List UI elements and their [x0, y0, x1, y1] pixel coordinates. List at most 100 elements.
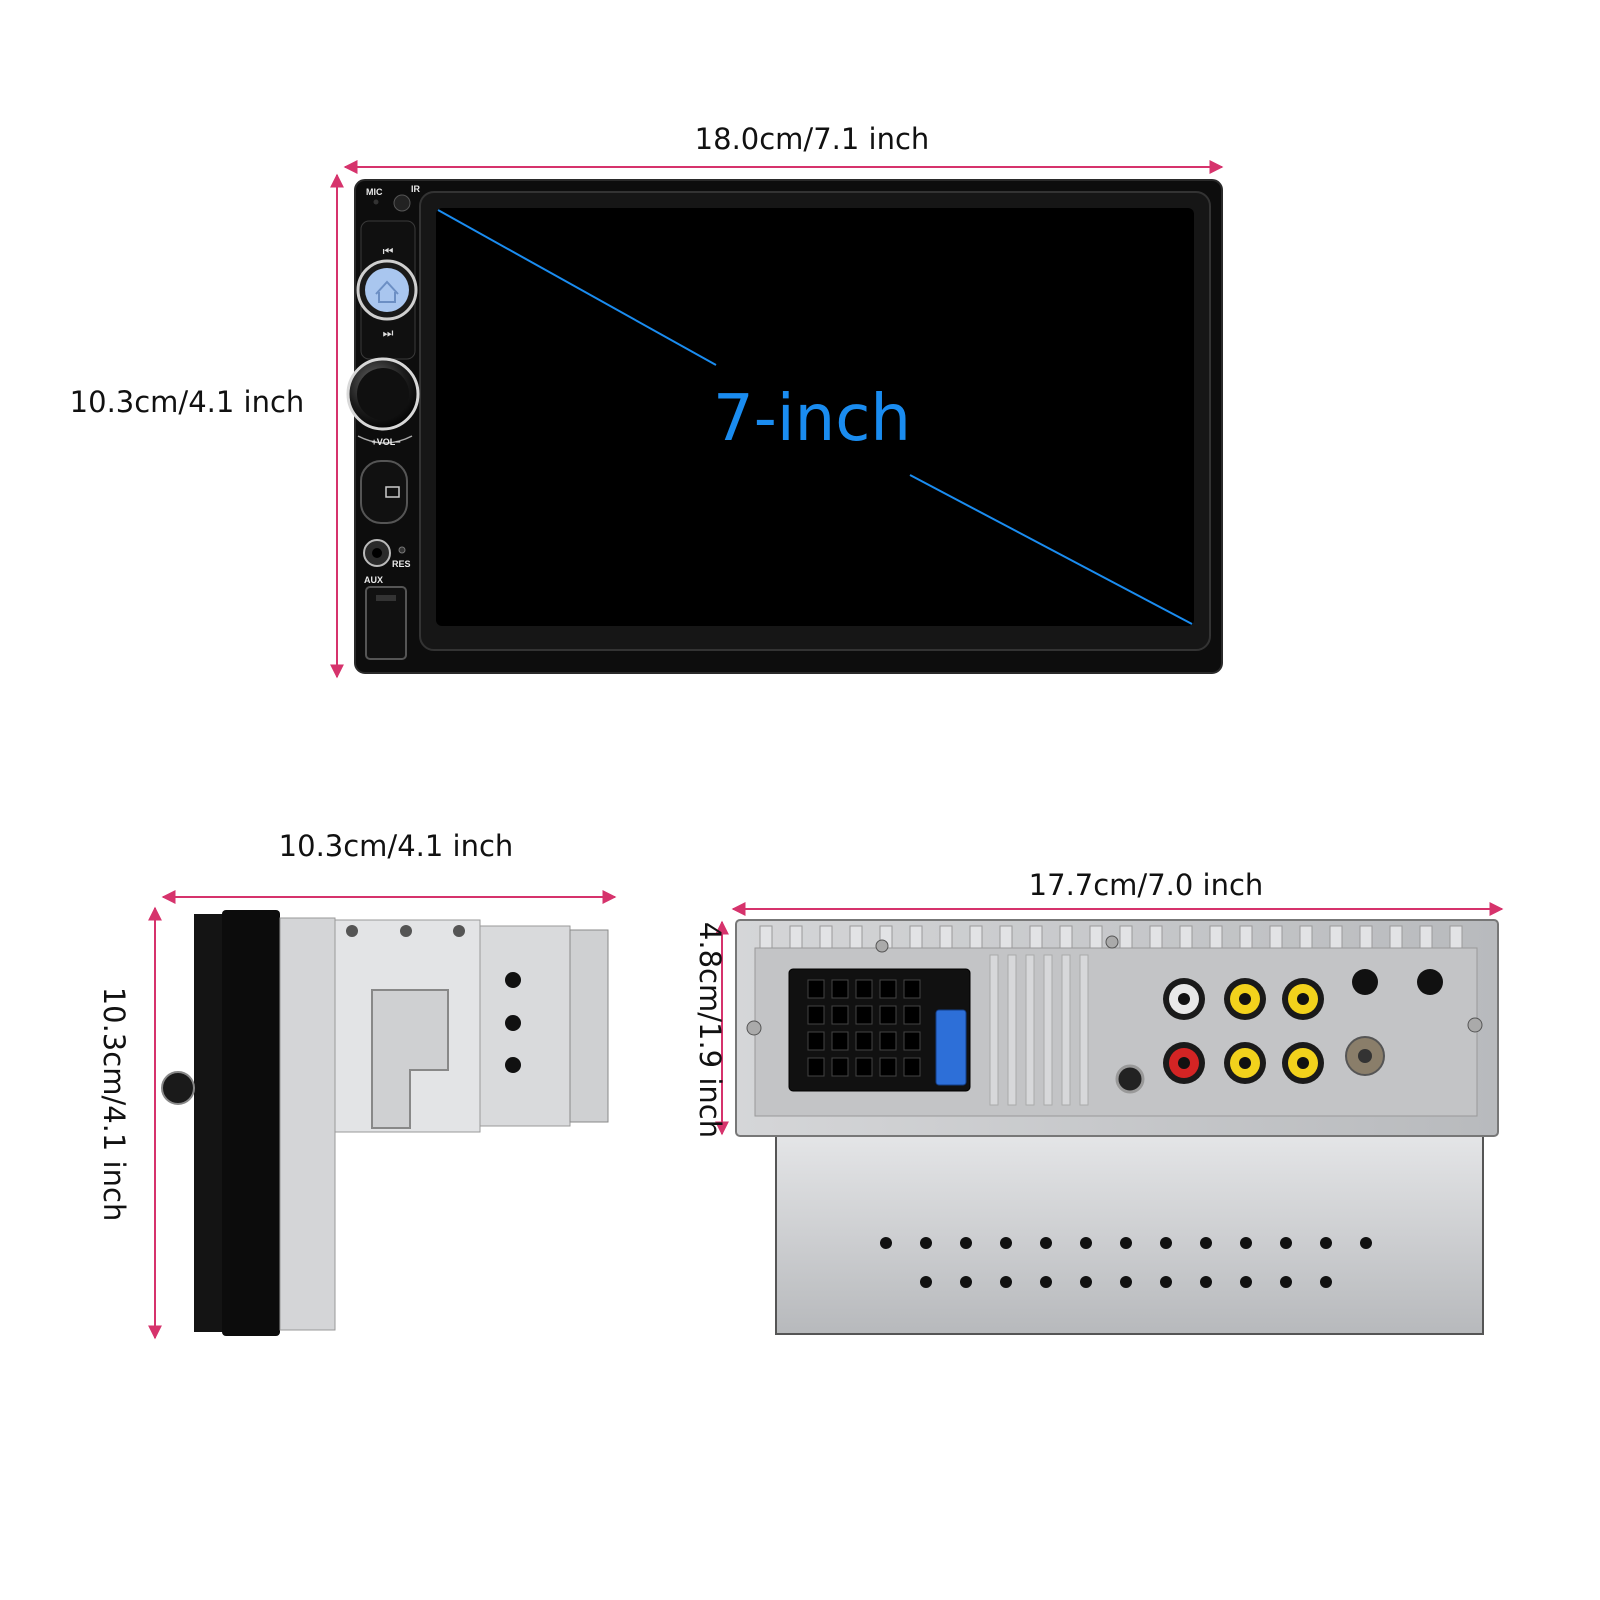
- iso-connector-pins: [807, 979, 921, 1077]
- heatsink-fin: [1007, 954, 1017, 1106]
- vent-hole: [880, 1237, 892, 1249]
- mic-label: MIC: [366, 187, 383, 197]
- vent-hole: [920, 1276, 932, 1288]
- vent-hole: [1120, 1276, 1132, 1288]
- iso-pin: [903, 979, 921, 999]
- rca-jack-pin: [1239, 993, 1251, 1005]
- iso-pin: [903, 1005, 921, 1025]
- heatsink-fin: [1359, 925, 1373, 949]
- next-track-button[interactable]: ⏭: [383, 326, 394, 340]
- rca-jack-pin: [1178, 993, 1190, 1005]
- heatsink-fin: [1449, 925, 1463, 949]
- fuse: [935, 1009, 967, 1086]
- vent-hole: [1040, 1276, 1052, 1288]
- vent-hole: [1360, 1237, 1372, 1249]
- mic-hole: [373, 199, 379, 205]
- vent-hole: [1160, 1276, 1172, 1288]
- iso-pin: [831, 1005, 849, 1025]
- side-mount-hole-2: [400, 925, 412, 937]
- reset-button[interactable]: [398, 546, 406, 554]
- vent-hole: [1200, 1237, 1212, 1249]
- side-mount-hole-1: [346, 925, 358, 937]
- ir-sensor: [393, 194, 411, 212]
- heatsink-fin: [1025, 954, 1035, 1106]
- side-height-label: 10.3cm/4.1 inch: [97, 987, 131, 1222]
- previous-track-button[interactable]: ⏮: [383, 244, 394, 258]
- iso-pin: [807, 1005, 825, 1025]
- heatsink-fin: [989, 954, 999, 1106]
- usb-port-inner: [376, 595, 396, 601]
- vent-hole: [1200, 1276, 1212, 1288]
- side-mount-bracket: [371, 989, 449, 1129]
- iso-pin: [903, 1031, 921, 1051]
- usb-port[interactable]: [365, 586, 407, 660]
- volume-label: +VOL−: [371, 437, 400, 447]
- sd-card-icon: [385, 486, 400, 498]
- home-button[interactable]: [356, 259, 418, 321]
- rca-jacks: [1163, 978, 1324, 1084]
- side-front-panel: [194, 914, 224, 1332]
- heatsink-fin: [969, 925, 983, 949]
- reset-label: RES: [392, 559, 411, 569]
- rear-screw-top-left: [875, 939, 889, 953]
- iso-pin: [855, 1057, 873, 1077]
- heatsink-fin: [1209, 925, 1223, 949]
- heatsink-fin: [1043, 954, 1053, 1106]
- heatsink-fin: [1329, 925, 1343, 949]
- gps-port-inner: [1358, 1049, 1372, 1063]
- sd-card-slot-frame: [360, 460, 408, 524]
- heatsink-fin: [759, 925, 773, 949]
- heatsink-fin: [999, 925, 1013, 949]
- next-track-icon: ⏭: [383, 326, 394, 340]
- iso-pin: [879, 1031, 897, 1051]
- antenna-port[interactable]: [1115, 1064, 1145, 1094]
- front-view: 18.0cm/7.1 inch 10.3cm/4.1 inch 7-inch M…: [70, 122, 1224, 679]
- iso-pin: [831, 1057, 849, 1077]
- side-rear-hole-3: [505, 1057, 521, 1073]
- heatsink-fin: [1269, 925, 1283, 949]
- back-height-label: 4.8cm/1.9 inch: [693, 922, 727, 1138]
- screen-diagonal-lower: [909, 474, 1193, 625]
- vent-hole: [1320, 1276, 1332, 1288]
- gps-antenna-port[interactable]: [1345, 1036, 1385, 1076]
- iso-pin: [807, 979, 825, 999]
- vent-hole: [1000, 1276, 1012, 1288]
- heatsink-fin: [1029, 925, 1043, 949]
- iso-pin: [831, 979, 849, 999]
- heatsink-fin: [849, 925, 863, 949]
- iso-pin: [879, 1057, 897, 1077]
- heatsink-fin: [1089, 925, 1103, 949]
- rear-screw-right: [1467, 1017, 1483, 1033]
- vent-hole: [1040, 1237, 1052, 1249]
- rca-jack-pin: [1297, 1057, 1309, 1069]
- volume-knob[interactable]: [346, 357, 420, 431]
- heatsink-fin: [909, 925, 923, 949]
- heatsink-fins: [759, 925, 1463, 1106]
- side-rear-hole-2: [505, 1015, 521, 1031]
- vent-hole: [1000, 1237, 1012, 1249]
- front-height-label: 10.3cm/4.1 inch: [70, 385, 305, 419]
- aux-label: AUX: [364, 575, 383, 585]
- side-rear-hole-1: [505, 972, 521, 988]
- vent-hole: [1280, 1276, 1292, 1288]
- side-width-label: 10.3cm/4.1 inch: [279, 829, 514, 863]
- side-chassis: [279, 917, 336, 1331]
- rear-screw-left: [746, 1020, 762, 1036]
- iso-pin: [903, 1057, 921, 1077]
- vent-hole: [1120, 1237, 1132, 1249]
- vent-hole: [1080, 1276, 1092, 1288]
- iso-pin: [855, 1005, 873, 1025]
- sd-card-slot[interactable]: [360, 460, 408, 524]
- heatsink-fin: [1239, 925, 1253, 949]
- volume-arc: [357, 435, 413, 444]
- heatsink-fin: [789, 925, 803, 949]
- heatsink-fin: [819, 925, 833, 949]
- iso-pin: [807, 1057, 825, 1077]
- vent-hole: [1240, 1276, 1252, 1288]
- aux-port[interactable]: [363, 539, 391, 567]
- rear-hole-1: [1352, 969, 1378, 995]
- touch-screen: [436, 208, 1194, 626]
- heatsink-fin: [1149, 925, 1163, 949]
- heatsink-fin: [1079, 954, 1089, 1106]
